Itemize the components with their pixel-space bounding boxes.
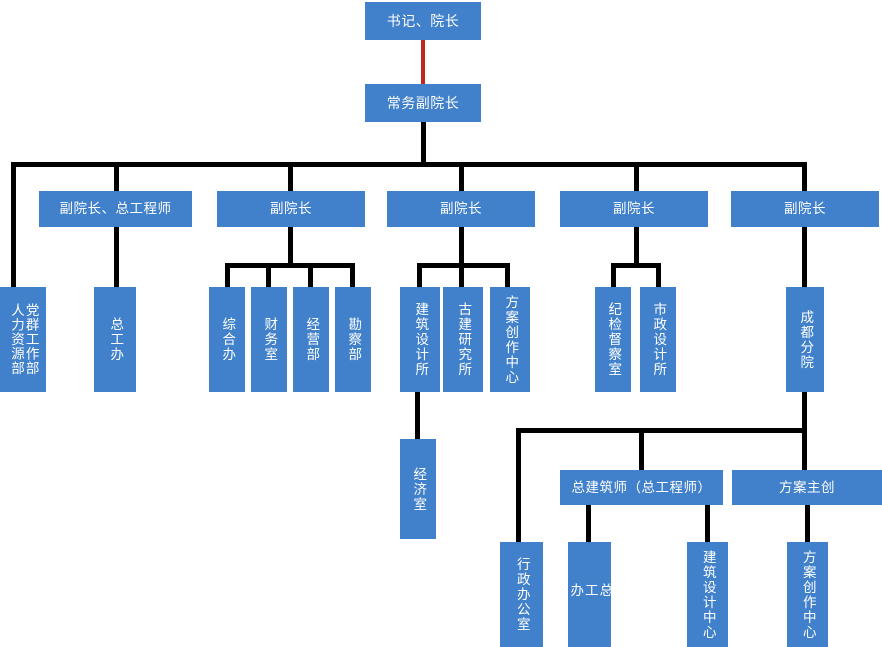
connector-chief-to-gongban — [586, 505, 591, 543]
node-label: 纪检督察室 — [606, 302, 622, 377]
connector-vp2-drop-2 — [266, 263, 271, 288]
connector-bus-to-vp3 — [459, 162, 464, 191]
node-label: 方案主创 — [779, 479, 835, 495]
node-label: 书记、院长 — [386, 12, 460, 29]
connector-executive-down — [421, 121, 426, 162]
connector-arch-to-economics — [415, 392, 420, 439]
node-label: 财务室 — [262, 317, 278, 362]
connector-bus-to-vp5 — [802, 162, 807, 191]
node-executive-vp[interactable]: 常务副院长 — [365, 84, 481, 122]
node-label: 方案创作中心 — [503, 294, 519, 385]
connector-bus-to-vp1 — [114, 162, 119, 191]
connector-chengdu-drop-admin — [516, 428, 521, 542]
connector-vp2-bus — [225, 263, 355, 268]
connector-vp4-bus — [611, 263, 661, 268]
connector-bus-to-hr — [11, 162, 16, 287]
node-architecture-design-institute[interactable]: 建筑设计所 — [400, 287, 440, 392]
connector-vp3-drop-3 — [505, 263, 510, 288]
connector-vp3-drop-1 — [417, 263, 422, 288]
node-vp-1[interactable]: 副院长、总工程师 — [39, 191, 192, 227]
connector-vp4-drop-1 — [611, 263, 616, 288]
connector-vp4-drop-2 — [656, 263, 661, 288]
connector-chengdu-drop-creative — [802, 428, 807, 470]
node-scheme-creation-center[interactable]: 方案创作中心 — [490, 287, 530, 392]
connector-bus-to-vp4 — [634, 162, 639, 191]
connector-vp2-drop-3 — [308, 263, 313, 288]
node-operations-department[interactable]: 经营部 — [293, 287, 329, 392]
node-label: 经营部 — [304, 317, 320, 362]
node-label: 建筑设计所 — [413, 302, 429, 377]
connector-vp4-down — [634, 226, 639, 264]
node-general-affairs-office[interactable]: 综合办 — [209, 287, 245, 392]
node-chengdu-chief-engineer-office[interactable]: 总 工 办 — [568, 542, 613, 647]
node-vp-4[interactable]: 副院长 — [560, 191, 708, 227]
connector-main-bus — [11, 162, 805, 167]
node-vp-5[interactable]: 副院长 — [731, 191, 879, 227]
connector-vp3-drop-2 — [459, 263, 464, 288]
connector-vp2-drop-1 — [225, 263, 230, 288]
connector-creative-to-center — [805, 505, 810, 543]
node-label: 市政设计所 — [651, 302, 667, 377]
node-label: 总工办 — [108, 317, 124, 362]
node-label: 副院长 — [440, 201, 482, 217]
connector-chief-to-archcenter — [705, 505, 710, 543]
node-lead-scheme-designer[interactable]: 方案主创 — [732, 470, 882, 505]
node-label: 综合办 — [220, 317, 236, 362]
node-label: 常务副院长 — [386, 94, 460, 111]
node-label: 副院长 — [784, 201, 826, 217]
connector-chengdu-down — [802, 392, 807, 432]
node-chief-engineer-office[interactable]: 总工办 — [94, 287, 136, 392]
connector-vp1-down — [114, 226, 119, 287]
connector-vp3-down — [459, 226, 464, 264]
node-label-party: 党群工作部 — [23, 303, 39, 376]
node-survey-department[interactable]: 勘察部 — [335, 287, 371, 392]
connector-bus-to-vp2 — [288, 162, 293, 191]
node-label-hr: 人力资源部 — [9, 303, 24, 376]
node-label: 总建筑师（总工程师） — [571, 479, 712, 495]
node-label: 副院长 — [270, 201, 312, 217]
node-top-leader[interactable]: 书记、院长 — [365, 2, 481, 40]
node-administrative-office[interactable]: 行政办公室 — [500, 542, 543, 647]
node-hr-and-party-affairs[interactable]: 党群工作部 人力资源部 — [0, 287, 46, 392]
node-architecture-design-center[interactable]: 建筑设计中心 — [687, 542, 728, 647]
node-label: 成都分院 — [798, 309, 814, 370]
node-discipline-inspection-office[interactable]: 纪检督察室 — [595, 287, 631, 392]
node-label: 勘察部 — [346, 317, 362, 362]
node-label: 方案创作中心 — [800, 549, 816, 640]
node-chief-architect[interactable]: 总建筑师（总工程师） — [560, 470, 723, 505]
node-label: 行政办公室 — [514, 557, 530, 632]
node-label: 古建研究所 — [456, 302, 472, 377]
connector-vp2-down — [288, 226, 293, 264]
node-label: 副院长、总工程师 — [59, 201, 172, 217]
node-label: 经济室 — [411, 466, 427, 512]
node-chengdu-branch[interactable]: 成都分院 — [786, 287, 824, 392]
connector-chengdu-drop-chief — [639, 428, 644, 470]
node-label: 副院长 — [613, 201, 655, 217]
node-label: 建筑设计中心 — [700, 549, 716, 640]
node-label: 总 工 办 — [568, 583, 613, 606]
connector-vp2-drop-4 — [350, 263, 355, 288]
connector-chengdu-bus — [516, 428, 807, 433]
node-vp-3[interactable]: 副院长 — [387, 191, 535, 227]
node-ancient-architecture-research-institute[interactable]: 古建研究所 — [443, 287, 483, 392]
node-economics-office[interactable]: 经济室 — [400, 439, 436, 539]
connector-vp5-down — [802, 226, 807, 287]
connector-top-to-executive — [421, 39, 425, 85]
node-vp-2[interactable]: 副院长 — [217, 191, 365, 227]
node-chengdu-scheme-creation-center[interactable]: 方案创作中心 — [787, 542, 828, 647]
node-municipal-design-institute[interactable]: 市政设计所 — [640, 287, 676, 392]
node-finance-office[interactable]: 财务室 — [251, 287, 287, 392]
